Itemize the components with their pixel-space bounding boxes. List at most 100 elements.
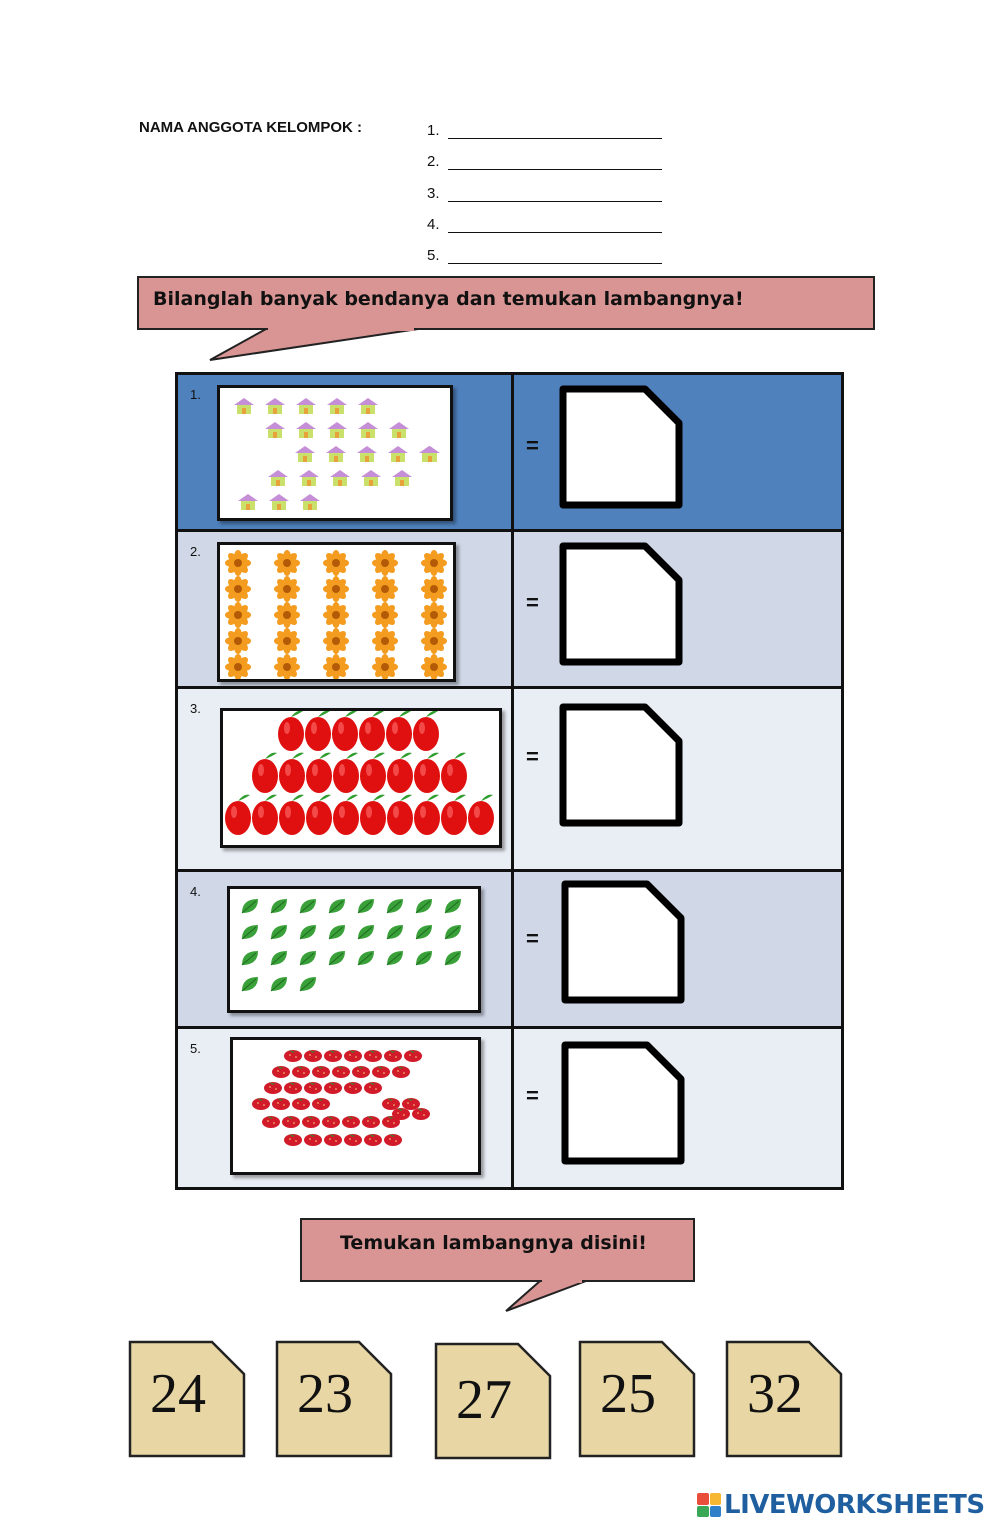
tile-number: 32 bbox=[747, 1363, 803, 1425]
apple-icon bbox=[252, 752, 278, 793]
apple-icon bbox=[360, 752, 386, 793]
answer-drop-box[interactable] bbox=[559, 385, 683, 509]
member-name-field[interactable] bbox=[448, 249, 662, 264]
apple-icon bbox=[305, 711, 331, 751]
house-icon bbox=[300, 494, 320, 510]
leaf-icon bbox=[444, 951, 461, 966]
answer-tile[interactable]: 27 bbox=[434, 1342, 552, 1460]
flower-icon bbox=[274, 576, 300, 602]
leaves-picture bbox=[227, 886, 481, 1013]
apple-icon bbox=[306, 794, 332, 835]
table-row: 5. = bbox=[175, 1026, 844, 1190]
strawberry-icon bbox=[302, 1116, 320, 1128]
liveworksheets-logo: LIVEWORKSHEETS bbox=[697, 1490, 985, 1520]
house-icon bbox=[299, 470, 319, 486]
strawberry-icon bbox=[344, 1134, 362, 1146]
question-number: 1. bbox=[190, 387, 201, 402]
strawberry-icon bbox=[392, 1066, 410, 1078]
question-number: 5. bbox=[190, 1041, 201, 1056]
answer-cell: = bbox=[511, 372, 844, 532]
leaf-icon bbox=[241, 977, 258, 992]
answer-drop-box[interactable] bbox=[561, 880, 685, 1004]
question-number: 2. bbox=[190, 544, 201, 559]
house-icon bbox=[330, 470, 350, 486]
house-icon bbox=[389, 422, 409, 438]
strawberry-icon bbox=[292, 1066, 310, 1078]
table-row: 4. = bbox=[175, 869, 844, 1029]
apple-icon bbox=[333, 752, 359, 793]
answer-tile[interactable]: 24 bbox=[128, 1340, 246, 1458]
flower-icon bbox=[372, 654, 398, 679]
strawberry-icon bbox=[342, 1116, 360, 1128]
strawberry-icon bbox=[284, 1050, 302, 1062]
house-icon bbox=[388, 446, 408, 462]
group-members-label: NAMA ANGGOTA KELOMPOK : bbox=[139, 119, 363, 136]
flower-icon bbox=[421, 602, 447, 628]
answer-drop-box[interactable] bbox=[559, 542, 683, 666]
tile-shape bbox=[128, 1340, 246, 1458]
table-row: 1. = bbox=[175, 372, 844, 532]
flower-icon bbox=[421, 576, 447, 602]
strawberry-icon bbox=[344, 1050, 362, 1062]
callout-pointer bbox=[209, 327, 419, 361]
strawberry-icon bbox=[312, 1066, 330, 1078]
strawberry-icon bbox=[264, 1082, 282, 1094]
strawberry-icon bbox=[332, 1066, 350, 1078]
table-row: 2. = bbox=[175, 529, 844, 689]
tile-shape bbox=[275, 1340, 393, 1458]
flower-icon bbox=[323, 654, 349, 679]
apple-icon bbox=[279, 752, 305, 793]
answer-drop-box[interactable] bbox=[561, 1041, 685, 1165]
strawberry-icon bbox=[282, 1116, 300, 1128]
apple-icon bbox=[333, 794, 359, 835]
answer-cell: = bbox=[511, 686, 844, 872]
picture-cell: 3. bbox=[175, 686, 514, 872]
flower-icon bbox=[274, 654, 300, 679]
member-number: 2. bbox=[427, 153, 440, 170]
member-name-field[interactable] bbox=[448, 124, 662, 139]
house-icon bbox=[361, 470, 381, 486]
apple-icon bbox=[441, 794, 467, 835]
tile-number: 24 bbox=[150, 1363, 206, 1425]
leaf-icon bbox=[357, 951, 374, 966]
apple-icon bbox=[441, 752, 467, 793]
question-number: 4. bbox=[190, 884, 201, 899]
apple-icon bbox=[386, 711, 412, 751]
leaf-icon bbox=[299, 925, 316, 940]
member-name-row-5: 5. bbox=[427, 242, 662, 264]
callout-pointer bbox=[505, 1279, 587, 1312]
member-name-field[interactable] bbox=[448, 155, 662, 170]
apple-icon bbox=[278, 711, 304, 751]
house-icon bbox=[358, 422, 378, 438]
answer-cell: = bbox=[511, 869, 844, 1029]
tile-shape bbox=[725, 1340, 843, 1458]
member-name-row-2: 2. bbox=[427, 148, 662, 170]
leaf-icon bbox=[444, 925, 461, 940]
house-icon bbox=[420, 446, 440, 462]
member-name-field[interactable] bbox=[448, 187, 662, 202]
house-icon bbox=[358, 398, 378, 414]
house-icon bbox=[296, 398, 316, 414]
leaf-icon bbox=[328, 951, 345, 966]
strawberry-icon bbox=[262, 1116, 280, 1128]
leaf-icon bbox=[299, 899, 316, 914]
house-icon bbox=[327, 398, 347, 414]
logo-badge-icon bbox=[697, 1493, 721, 1517]
answer-tile[interactable]: 25 bbox=[578, 1340, 696, 1458]
answer-tile[interactable]: 32 bbox=[725, 1340, 843, 1458]
member-name-field[interactable] bbox=[448, 218, 662, 233]
answer-drop-box[interactable] bbox=[559, 703, 683, 827]
equals-sign: = bbox=[526, 744, 539, 769]
house-icon bbox=[392, 470, 412, 486]
strawberry-icon bbox=[324, 1082, 342, 1094]
flower-icon bbox=[274, 628, 300, 654]
apple-icon bbox=[413, 711, 439, 751]
apple-icon bbox=[468, 794, 494, 835]
strawberry-icon bbox=[382, 1098, 400, 1110]
leaf-icon bbox=[444, 899, 461, 914]
answer-tile[interactable]: 23 bbox=[275, 1340, 393, 1458]
house-icon bbox=[265, 398, 285, 414]
strawberry-icon bbox=[322, 1116, 340, 1128]
strawberry-icon bbox=[304, 1050, 322, 1062]
leaf-icon bbox=[357, 925, 374, 940]
